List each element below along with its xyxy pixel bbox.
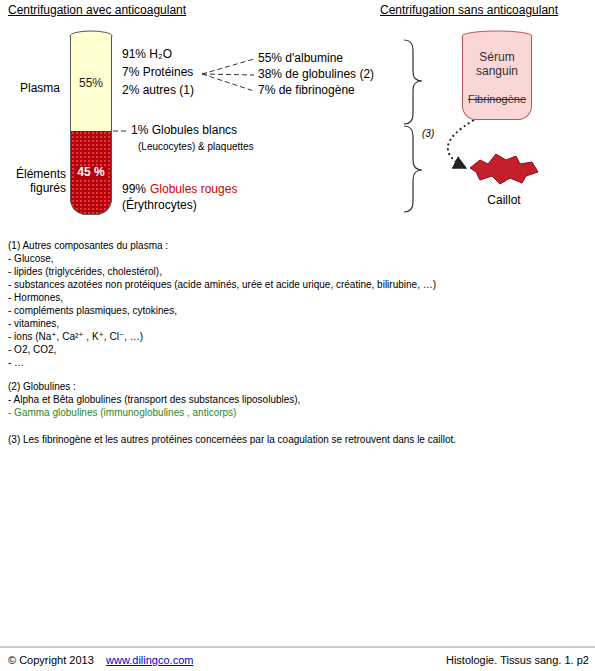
composition: Globules rouges <box>150 183 237 197</box>
note: - Alpha et Bêta globulines (transport de… <box>8 394 300 406</box>
composition: 91% H₂O <box>122 48 172 62</box>
note: - Gamma globulines (immunoglobulines , a… <box>8 407 236 419</box>
node-label: Sérum sanguin <box>465 51 529 79</box>
node-label: Caillot <box>487 194 520 208</box>
note: - vitamines, <box>8 318 59 330</box>
composition: 99% <box>122 183 146 197</box>
note: - Glucose, <box>8 253 54 265</box>
website-link: www.dilingco.com <box>106 654 193 667</box>
note: - compléments plasmiques, cytokines, <box>8 305 177 317</box>
dotted-arrow <box>448 120 474 168</box>
plasma-layer: 55% <box>70 36 112 131</box>
note: - O2, CO2, <box>8 344 56 356</box>
composition: 7% de fibrinogène <box>258 84 355 98</box>
composition: (Érythrocytes) <box>122 199 197 213</box>
composition: 7% Protéines <box>122 66 193 80</box>
composition: 38% de globulines (2) <box>258 68 374 82</box>
heading: Centrifugation sans anticoagulant <box>380 4 558 18</box>
callout-number: (3) <box>421 128 435 140</box>
composition: 55% d'albumine <box>258 52 343 66</box>
serum-tube: Sérum sanguinFibrinogène <box>462 36 532 120</box>
composition: 2% autres (1) <box>122 84 194 98</box>
heading: Centrifugation avec anticoagulant <box>8 4 186 18</box>
note: - … <box>8 357 24 369</box>
footer-rule <box>0 647 595 648</box>
clot: Caillot <box>466 150 542 208</box>
note: - ions (Na⁺, Ca²⁺ , K⁺, Cl⁻, …) <box>8 331 143 343</box>
clot-shape <box>466 150 542 186</box>
note: - substances azotées non protéiques (aci… <box>8 279 436 291</box>
brace <box>404 40 422 212</box>
part-name: Plasma <box>20 82 60 96</box>
note: - Hormones, <box>8 292 63 304</box>
note: (2) Globulines : <box>8 381 76 393</box>
part-name: Éléments figurés <box>6 168 66 196</box>
clot-outline <box>470 154 538 184</box>
page-reference: Histologie. Tissus sang. 1. p2 <box>446 654 589 667</box>
note: (1) Autres composantes du plasma : <box>8 240 168 252</box>
node-label: 55% <box>79 77 103 91</box>
node-label: 45 % <box>76 166 105 180</box>
node-sublabel: Fibrinogène <box>468 93 526 106</box>
note: (3) Les fibrinogène et les autres protéi… <box>8 434 456 446</box>
composition: 1% Globules blancs <box>131 124 237 138</box>
note: - lipides (triglycérides, cholestérol), <box>8 266 162 278</box>
cell-layer: 45 % <box>70 131 112 215</box>
composition: (Leucocytes) & plaquettes <box>138 141 254 153</box>
copyright: © Copyright 2013 <box>8 654 94 667</box>
leader-lines <box>113 59 254 131</box>
